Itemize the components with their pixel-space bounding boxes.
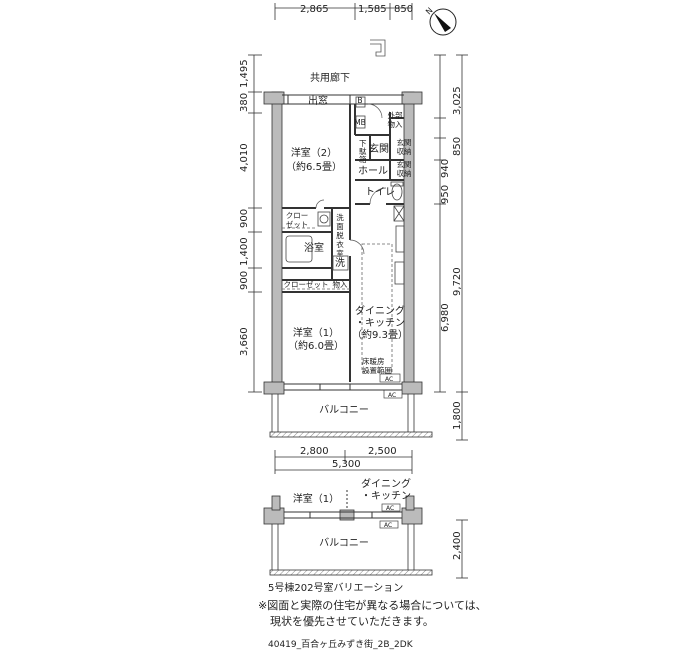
dining-label-a: ダイニング bbox=[355, 304, 405, 317]
dining-size: （約9.3畳） bbox=[352, 328, 408, 341]
toilet-label: トイレ bbox=[365, 187, 395, 198]
variation-ac-2: AC bbox=[384, 522, 392, 529]
bedroom2-label: 洋室（2） bbox=[291, 146, 337, 159]
hall-label: ホール bbox=[358, 165, 388, 177]
wash-label: 洗 bbox=[335, 257, 345, 269]
washroom-4: 衣 bbox=[336, 239, 344, 249]
north-arrow-icon: N bbox=[424, 6, 457, 36]
closet1-label-b: ゼット bbox=[286, 219, 309, 229]
shoe-storage-1a: 玄関 bbox=[397, 137, 412, 147]
storage-label: 物入 bbox=[333, 279, 348, 289]
dim-top-1: 2,865 bbox=[300, 4, 329, 15]
dim-left-4: 900 bbox=[239, 209, 250, 228]
shoe-storage-2a: 玄関 bbox=[397, 159, 412, 169]
under-floor-1: 下 bbox=[359, 139, 367, 148]
bedroom1-size: （約6.0畳） bbox=[288, 339, 344, 352]
variation-caption: 5号棟202号室バリエーション bbox=[268, 581, 403, 594]
variation-balcony-label: バルコニー bbox=[319, 537, 369, 549]
outer-walls bbox=[263, 91, 423, 395]
floor-heating-label-b: 設置範囲 bbox=[362, 365, 392, 375]
closet1-label-a: クロー bbox=[286, 211, 309, 220]
bay-window-label: 出窓 bbox=[308, 94, 328, 107]
bottom-dimension-line bbox=[274, 450, 413, 474]
under-floor-2: 駄 bbox=[359, 146, 367, 156]
b-label: B bbox=[357, 96, 362, 105]
washroom-2: 面 bbox=[336, 222, 344, 231]
variation-dining-a: ダイニング bbox=[361, 477, 411, 490]
washroom-5: 室 bbox=[336, 248, 344, 258]
mb-label: MB bbox=[354, 118, 366, 127]
dim-top-3: 850 bbox=[394, 4, 413, 15]
corridor-stub bbox=[370, 39, 386, 57]
variation-ac-1: AC bbox=[386, 505, 394, 512]
dim-bottom-total: 5,300 bbox=[332, 459, 361, 470]
ac-label-1: AC bbox=[385, 376, 393, 383]
disclaimer-line-2: 現状を優先させていただきます。 bbox=[270, 615, 434, 628]
fixtures bbox=[285, 96, 405, 285]
dim-right-inner-3: 940 bbox=[440, 159, 451, 178]
interior-walls bbox=[282, 104, 404, 382]
variation-bedroom1-label: 洋室（1） bbox=[293, 492, 339, 505]
dim-right-outer-1: 9,720 bbox=[452, 267, 463, 296]
right-dimension-line bbox=[434, 54, 468, 441]
washroom-3: 脱 bbox=[336, 230, 344, 240]
shoe-storage-1b: 収納 bbox=[397, 146, 412, 156]
top-wall bbox=[282, 94, 404, 105]
left-dimension-line bbox=[248, 54, 262, 393]
dim-top-2: 1,585 bbox=[358, 4, 387, 15]
dim-left-1: 1,495 bbox=[239, 59, 250, 88]
outer-storage-label-1: 外部 bbox=[388, 110, 403, 120]
floor-heating-label-a: 床暖房 bbox=[362, 356, 385, 366]
balcony-label: バルコニー bbox=[319, 404, 369, 416]
dim-variation-right: 2,400 bbox=[452, 531, 463, 560]
balcony-windows bbox=[284, 383, 402, 391]
dim-left-6: 900 bbox=[239, 271, 250, 290]
dim-bottom-2: 2,500 bbox=[368, 446, 397, 457]
top-dimension-line bbox=[274, 3, 413, 20]
dim-left-5: 1,400 bbox=[239, 237, 250, 266]
dim-left-3: 4,010 bbox=[239, 143, 250, 172]
disclaimer-line-1: ※図面と実際の住宅が異なる場合については、 bbox=[258, 599, 487, 612]
variation-dining-b: ・キッチン bbox=[361, 490, 411, 502]
dim-left-7: 3,660 bbox=[239, 327, 250, 356]
floor-heating-area bbox=[361, 243, 393, 373]
ac-label-2: AC bbox=[388, 392, 396, 399]
dim-right-inner-4: 950 bbox=[440, 185, 451, 204]
bedroom1-label: 洋室（1） bbox=[293, 326, 339, 339]
dim-right-outer-2: 1,800 bbox=[452, 401, 463, 430]
under-floor-3: 箱 bbox=[359, 154, 367, 164]
bedroom2-size: （約6.5畳） bbox=[286, 160, 342, 173]
shoe-storage-2b: 収納 bbox=[397, 168, 412, 178]
washroom-1: 洗 bbox=[336, 212, 344, 222]
dining-label-b: ・キッチン bbox=[355, 317, 405, 329]
variation-plan: AC AC bbox=[263, 490, 468, 579]
door-swings bbox=[315, 103, 387, 255]
outer-storage-label-2: 物入 bbox=[388, 119, 403, 129]
disclaimer-note: ※図面と実際の住宅が異なる場合については、 現状を優先させていただきます。 bbox=[258, 598, 487, 630]
plan-code: 40419_百合ヶ丘みずき街_2B_2DK bbox=[268, 640, 413, 650]
bath-label: 浴室 bbox=[304, 241, 324, 254]
balcony bbox=[269, 394, 433, 438]
dim-right-inner-2: 850 bbox=[452, 137, 463, 156]
dim-left-2: 380 bbox=[239, 93, 250, 112]
corridor-label: 共用廊下 bbox=[310, 71, 350, 84]
dim-right-inner-5: 6,980 bbox=[440, 303, 451, 332]
closet-dashes bbox=[282, 227, 350, 290]
svg-text:N: N bbox=[424, 6, 435, 17]
closet2-label: クローゼット bbox=[284, 279, 329, 289]
dim-bottom-1: 2,800 bbox=[300, 446, 329, 457]
dim-right-inner-1: 3,025 bbox=[452, 86, 463, 115]
entrance-label: 玄関 bbox=[369, 142, 389, 155]
